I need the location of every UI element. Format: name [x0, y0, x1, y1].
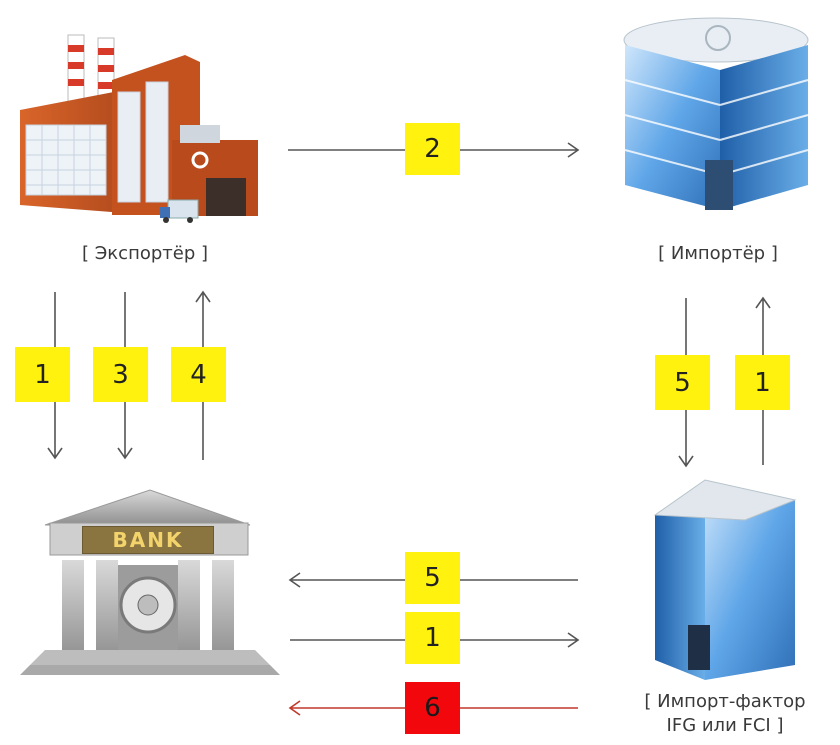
factory-icon — [20, 34, 258, 223]
importer-label: [ Импортёр ] — [658, 243, 778, 264]
bank-sign-text: BANK — [112, 528, 184, 552]
step-badge: 1 — [15, 347, 70, 402]
step-badge-alert: 6 — [405, 682, 460, 734]
import-factor-label-line2: IFG или FCI ] — [666, 715, 784, 736]
bank-icon — [20, 489, 280, 675]
step-badge: 3 — [93, 347, 148, 402]
step-badge: 2 — [405, 123, 460, 175]
step-badge: 4 — [171, 347, 226, 402]
bank-sign: BANK — [82, 526, 214, 554]
import-factor-label-line1: [ Импорт-фактор — [644, 691, 806, 712]
step-badge: 5 — [655, 355, 710, 410]
office-building-icon — [623, 17, 809, 210]
import-factor-building-icon — [653, 479, 797, 680]
step-badge: 5 — [405, 552, 460, 604]
step-badge: 1 — [405, 612, 460, 664]
exporter-label: [ Экспортёр ] — [81, 243, 209, 264]
step-badge: 1 — [735, 355, 790, 410]
